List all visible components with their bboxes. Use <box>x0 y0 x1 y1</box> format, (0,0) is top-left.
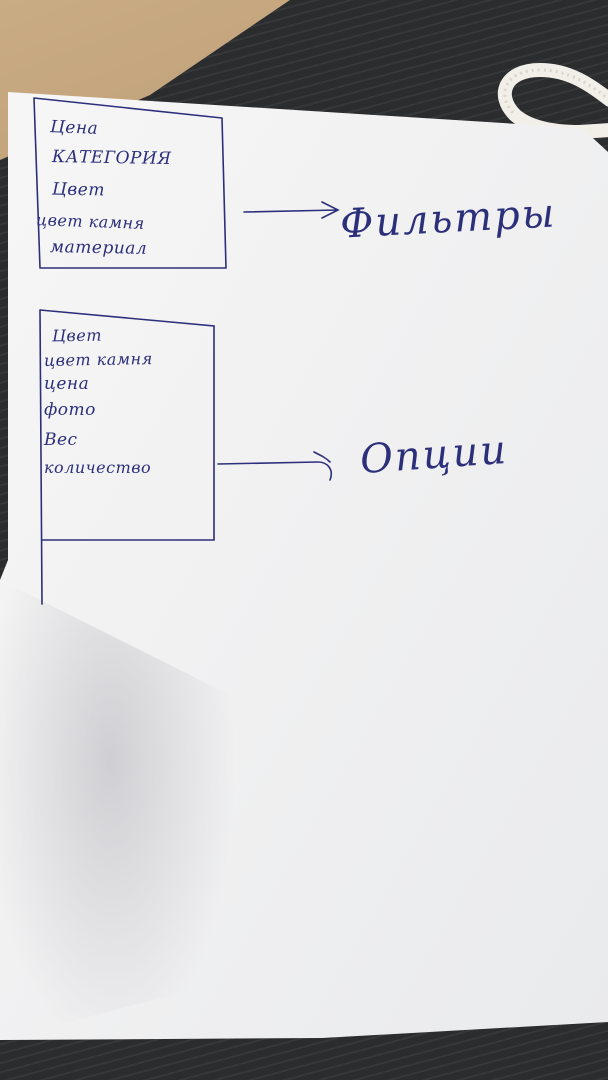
options-item-weight: Вес <box>44 430 78 450</box>
options-item-color: Цвет <box>51 325 103 346</box>
options-item-price: цена <box>44 374 90 394</box>
filters-item-material: материал <box>49 237 148 259</box>
filters-item-color: Цвет <box>51 179 106 201</box>
options-item-photo: фото <box>44 400 96 420</box>
filters-item-category: КАТЕГОРИЯ <box>51 146 172 170</box>
arrow-to-filters <box>243 201 340 219</box>
options-item-quantity: количество <box>44 458 152 477</box>
filters-item-stone-color: цвет камня <box>35 210 146 233</box>
box-options-outline <box>39 309 215 605</box>
box-filters-outline <box>33 97 227 269</box>
arrow-to-options <box>217 451 333 481</box>
options-item-stone-color: цвет камня <box>43 349 153 370</box>
filters-item-price: Цена <box>49 117 99 139</box>
